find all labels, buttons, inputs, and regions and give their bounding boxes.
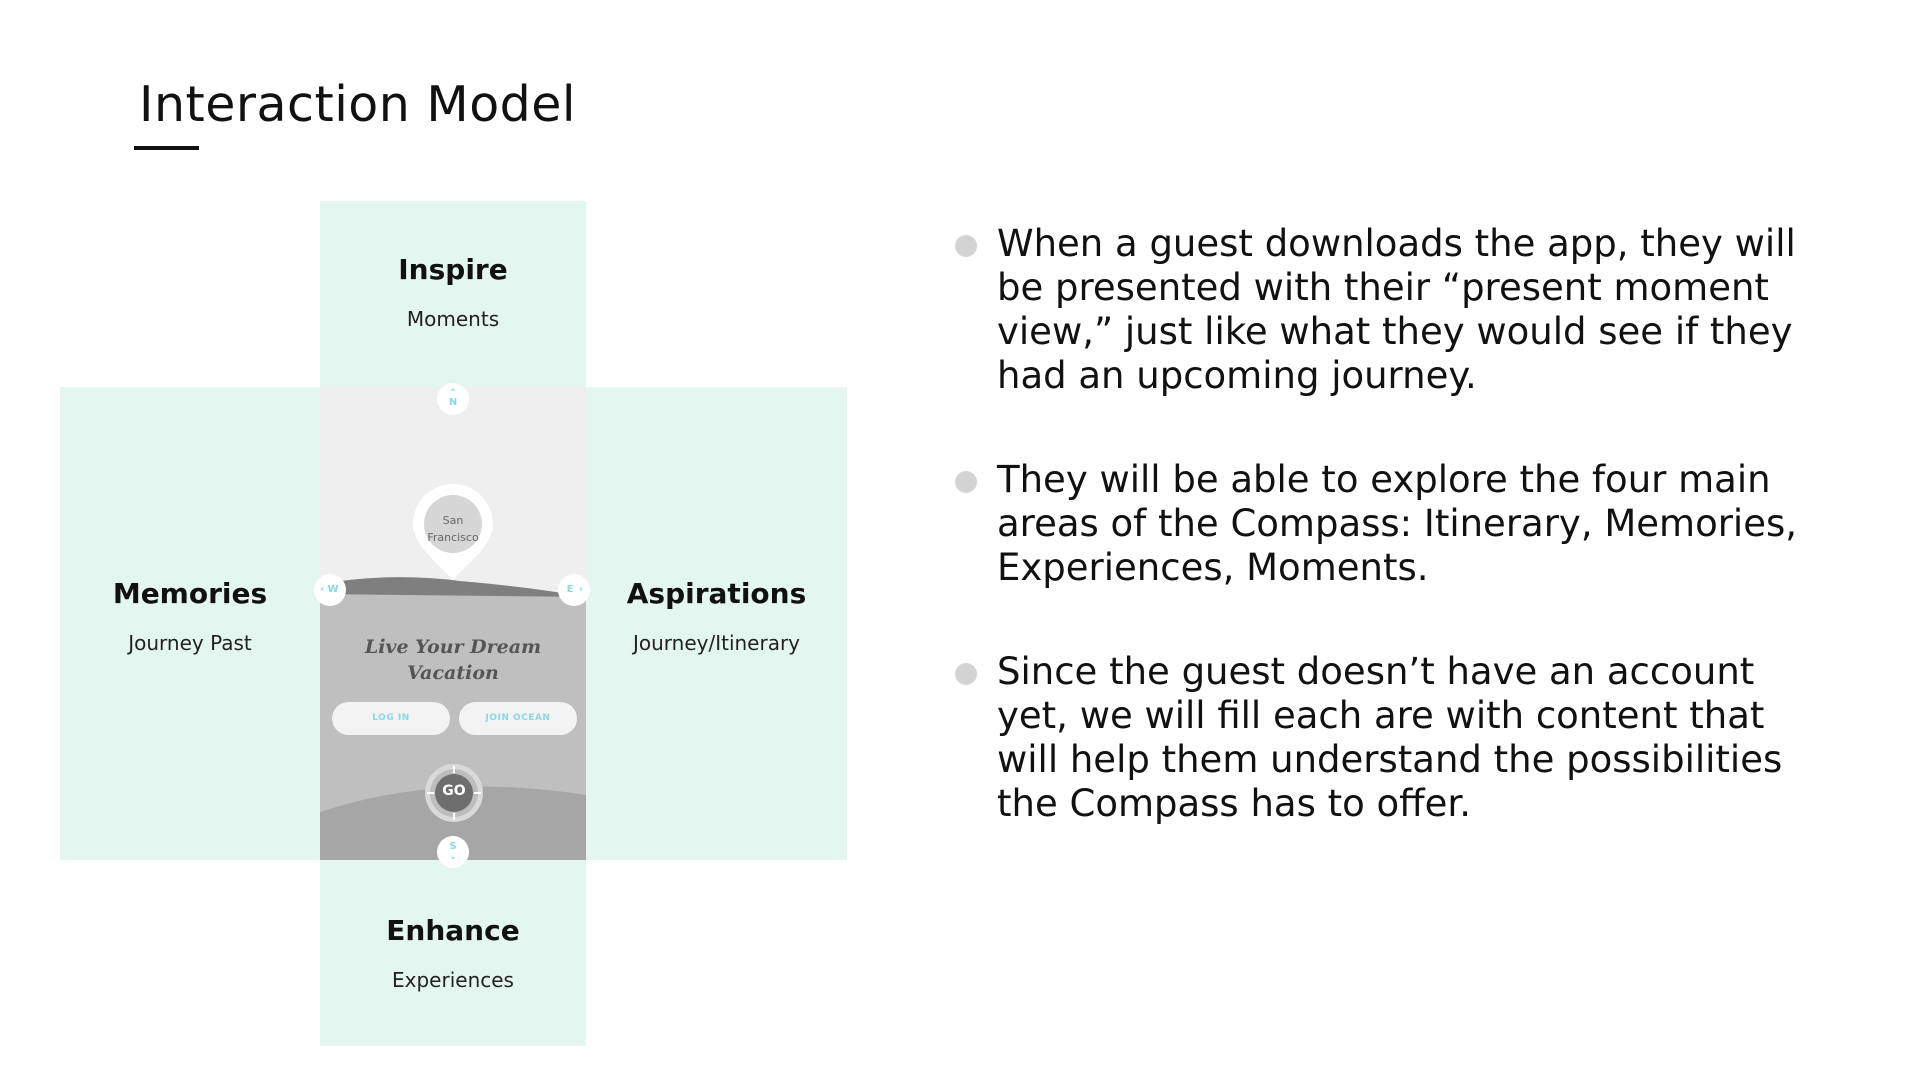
go-compass-button[interactable]: GO [424,763,484,823]
chevron-left-icon: ‹ [319,584,325,595]
title-underline [134,146,199,150]
bullet-dot-icon [955,663,977,685]
east-letter: E [566,584,574,595]
list-item: They will be able to explore the four ma… [955,458,1815,590]
hero-title-line2: Vacation [407,662,499,684]
bullet-text: They will be able to explore the four ma… [997,458,1797,589]
panel-memories-title: Memories [112,577,268,610]
panel-enhance-subtitle: Experiences [392,968,514,992]
phone-landscape [320,577,586,860]
phone-mockup: San Francisco Live Your Dream Vacation L… [320,387,586,860]
list-item: Since the guest doesn’t have an account … [955,650,1815,826]
panel-inspire: Inspire Moments [320,201,586,387]
list-item: When a guest downloads the app, they wil… [955,222,1815,398]
hero-title: Live Your Dream Vacation [320,634,586,686]
panel-memories-subtitle: Journey Past [128,631,252,655]
north-letter: N [448,397,458,408]
bullet-text: When a guest downloads the app, they wil… [997,222,1796,397]
panel-enhance: Enhance Experiences [320,860,586,1046]
east-nav-button[interactable]: E › [558,574,590,606]
pin-city-line1: San [442,514,464,527]
bullet-list: When a guest downloads the app, they wil… [955,222,1815,886]
location-pin-icon[interactable]: San Francisco [411,482,495,582]
panel-aspirations-title: Aspirations [626,577,807,610]
compass-icon [425,764,483,822]
south-letter: S [449,841,457,852]
bullet-dot-icon [955,235,977,257]
page-title: Interaction Model [139,76,577,133]
south-nav-button[interactable]: S ⌄ [437,836,469,868]
panel-aspirations: Aspirations Journey/Itinerary [586,387,847,860]
panel-enhance-title: Enhance [386,914,520,947]
west-nav-button[interactable]: ‹ W [314,574,346,606]
hero-title-line1: Live Your Dream [364,636,542,658]
go-label: GO [442,783,466,799]
chevron-down-icon: ⌄ [448,851,458,862]
bullet-dot-icon [955,471,977,493]
pin-city-line2: Francisco [427,531,479,544]
west-letter: W [327,584,339,595]
bullet-text: Since the guest doesn’t have an account … [997,650,1783,825]
chevron-right-icon: › [578,584,584,595]
login-button[interactable]: LOG IN [332,702,450,735]
chevron-up-icon: ⌃ [448,388,458,399]
panel-inspire-subtitle: Moments [406,307,500,331]
panel-memories: Memories Journey Past [60,387,320,860]
north-nav-button[interactable]: ⌃ N [437,383,469,415]
panel-aspirations-subtitle: Journey/Itinerary [632,631,801,655]
panel-inspire-title: Inspire [398,253,508,286]
join-ocean-button[interactable]: JOIN OCEAN [459,702,577,735]
